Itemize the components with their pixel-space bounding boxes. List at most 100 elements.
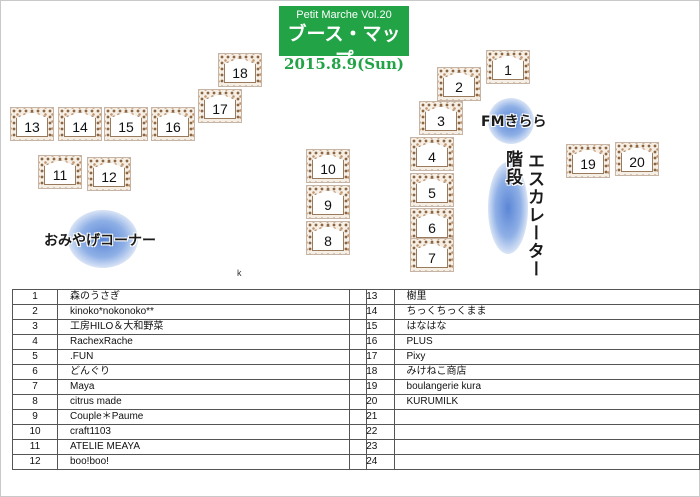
tent-icon bbox=[312, 226, 344, 251]
stray-mark: k bbox=[237, 268, 242, 278]
booth-number: 14 bbox=[72, 119, 88, 135]
booth-no-cell: 20 bbox=[349, 394, 395, 410]
booth-20: 20 bbox=[615, 142, 659, 176]
tent-icon bbox=[312, 154, 344, 179]
booth-no-cell: 18 bbox=[349, 364, 395, 380]
tent-icon bbox=[492, 55, 524, 80]
vendor-name-cell: 工房HILO＆大和野菜 bbox=[57, 319, 367, 335]
booth-8: 8 bbox=[306, 221, 350, 255]
vendor-name-cell: boo!boo! bbox=[57, 454, 367, 470]
souvenir-marker bbox=[68, 210, 138, 268]
booth-17: 17 bbox=[198, 89, 242, 123]
booth-19: 19 bbox=[566, 144, 610, 178]
vendor-name-cell: はなはな bbox=[393, 319, 700, 335]
booth-18: 18 bbox=[218, 53, 262, 87]
vendor-name-cell: RachexRache bbox=[57, 334, 367, 350]
booth-no-cell: 17 bbox=[349, 349, 395, 365]
tent-icon bbox=[312, 190, 344, 215]
booth-6: 6 bbox=[410, 208, 454, 242]
booth-9: 9 bbox=[306, 185, 350, 219]
vendor-name-cell: kinoko*nokonoko** bbox=[57, 304, 367, 320]
booth-no-cell: 23 bbox=[349, 439, 395, 455]
booth-no-cell: 5 bbox=[12, 349, 58, 365]
vendor-name-cell: 森のうさぎ bbox=[57, 289, 367, 305]
tent-icon bbox=[64, 112, 96, 137]
tent-icon bbox=[93, 162, 125, 187]
booth-number: 16 bbox=[165, 119, 181, 135]
booth-7: 7 bbox=[410, 238, 454, 272]
booth-number: 1 bbox=[504, 62, 512, 78]
table-row: 5.FUN bbox=[12, 349, 367, 365]
booth-number: 2 bbox=[455, 79, 463, 95]
booth-number: 9 bbox=[324, 197, 332, 213]
booth-13: 13 bbox=[10, 107, 54, 141]
booth-5: 5 bbox=[410, 173, 454, 207]
booth-number: 19 bbox=[580, 156, 596, 172]
booth-no-cell: 2 bbox=[12, 304, 58, 320]
booth-no-cell: 15 bbox=[349, 319, 395, 335]
event-date: 2015.8.9(Sun) bbox=[284, 55, 404, 73]
booth-no-cell: 8 bbox=[12, 394, 58, 410]
booth-number: 18 bbox=[232, 65, 248, 81]
table-row: 21 bbox=[349, 409, 700, 425]
fm-kirara-label: FMきらら bbox=[481, 114, 547, 130]
booth-no-cell: 16 bbox=[349, 334, 395, 350]
table-row: 24 bbox=[349, 454, 700, 470]
vendor-name-cell bbox=[393, 409, 700, 425]
booth-no-cell: 1 bbox=[12, 289, 58, 305]
booth-no-cell: 6 bbox=[12, 364, 58, 380]
vendor-name-cell: KURUMILK bbox=[393, 394, 700, 410]
vendor-name-cell: みけねこ商店 bbox=[393, 364, 700, 380]
tent-icon bbox=[224, 58, 256, 83]
map-title: ブース・マップ bbox=[287, 23, 401, 71]
booth-number: 6 bbox=[428, 220, 436, 236]
booth-no-cell: 9 bbox=[12, 409, 58, 425]
vendor-name-cell: ATELIE MEAYA bbox=[57, 439, 367, 455]
booth-number: 11 bbox=[52, 167, 68, 183]
booth-no-cell: 24 bbox=[349, 454, 395, 470]
booth-number: 3 bbox=[437, 113, 445, 129]
vendor-name-cell bbox=[393, 439, 700, 455]
booth-11: 11 bbox=[38, 155, 82, 189]
booth-10: 10 bbox=[306, 149, 350, 183]
tent-icon bbox=[416, 178, 448, 203]
booth-4: 4 bbox=[410, 137, 454, 171]
vendor-name-cell: .FUN bbox=[57, 349, 367, 365]
booth-3: 3 bbox=[419, 101, 463, 135]
booth-no-cell: 3 bbox=[12, 319, 58, 335]
tent-icon bbox=[416, 243, 448, 268]
booth-14: 14 bbox=[58, 107, 102, 141]
vendor-name-cell bbox=[393, 454, 700, 470]
booth-number: 20 bbox=[629, 154, 645, 170]
booth-no-cell: 19 bbox=[349, 379, 395, 395]
title-banner: Petit Marche Vol.20 ブース・マップ bbox=[279, 6, 409, 71]
vendor-name-cell: PLUS bbox=[393, 334, 700, 350]
booth-no-cell: 4 bbox=[12, 334, 58, 350]
tent-icon bbox=[416, 142, 448, 167]
booth-number: 10 bbox=[320, 161, 336, 177]
booth-1: 1 bbox=[486, 50, 530, 84]
booth-16: 16 bbox=[151, 107, 195, 141]
tent-icon bbox=[572, 149, 604, 174]
table-row: 22 bbox=[349, 424, 700, 440]
escalator-marker bbox=[488, 162, 528, 254]
booth-no-cell: 22 bbox=[349, 424, 395, 440]
booth-number: 13 bbox=[24, 119, 40, 135]
